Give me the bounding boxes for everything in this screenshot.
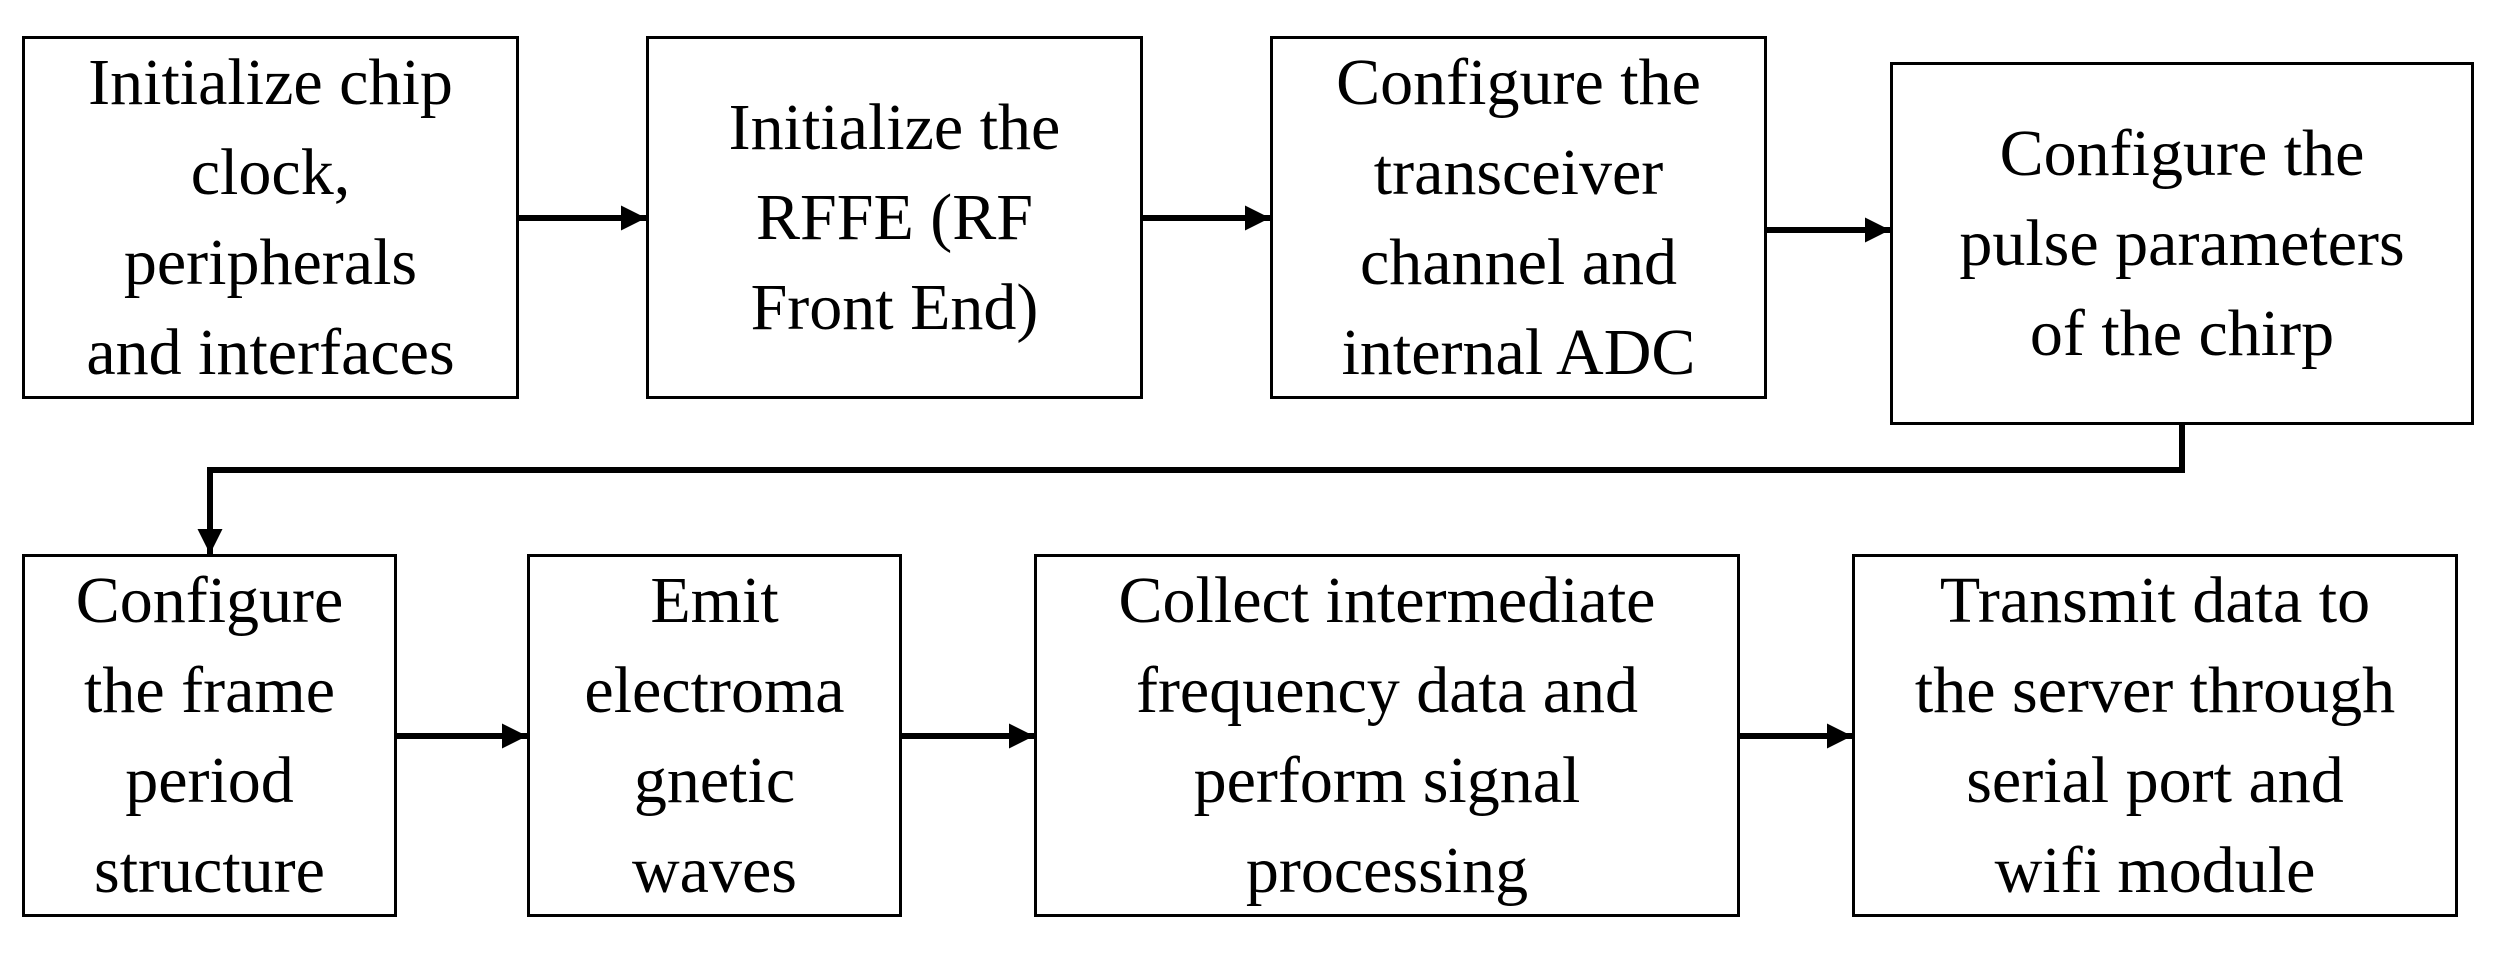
step-configure-frame: Configure the frame period structure <box>22 554 397 917</box>
step-initialize-rffe-label: Initialize the RFFE (RF Front End) <box>728 90 1061 344</box>
step-configure-transceiver-label: Configure the transceiver channel and in… <box>1336 45 1701 389</box>
step-transmit-data: Transmit data to the server through seri… <box>1852 554 2458 917</box>
step-emit-waves: Emit electroma gnetic waves <box>527 554 902 917</box>
step-initialize-rffe: Initialize the RFFE (RF Front End) <box>646 36 1143 399</box>
arrow-4-to-5 <box>197 425 2185 554</box>
step-initialize-chip-label: Initialize chip clock, peripherals and i… <box>86 45 455 389</box>
step-configure-frame-label: Configure the frame period structure <box>75 563 344 907</box>
step-transmit-data-label: Transmit data to the server through seri… <box>1914 563 2396 907</box>
step-initialize-chip: Initialize chip clock, peripherals and i… <box>22 36 519 399</box>
step-configure-transceiver: Configure the transceiver channel and in… <box>1270 36 1767 399</box>
step-collect-if-data-label: Collect intermediate frequency data and … <box>1118 563 1656 907</box>
step-configure-pulse: Configure the pulse parameters of the ch… <box>1890 62 2474 425</box>
step-collect-if-data: Collect intermediate frequency data and … <box>1034 554 1740 917</box>
step-emit-waves-label: Emit electroma gnetic waves <box>584 563 845 907</box>
step-configure-pulse-label: Configure the pulse parameters of the ch… <box>1959 116 2405 370</box>
